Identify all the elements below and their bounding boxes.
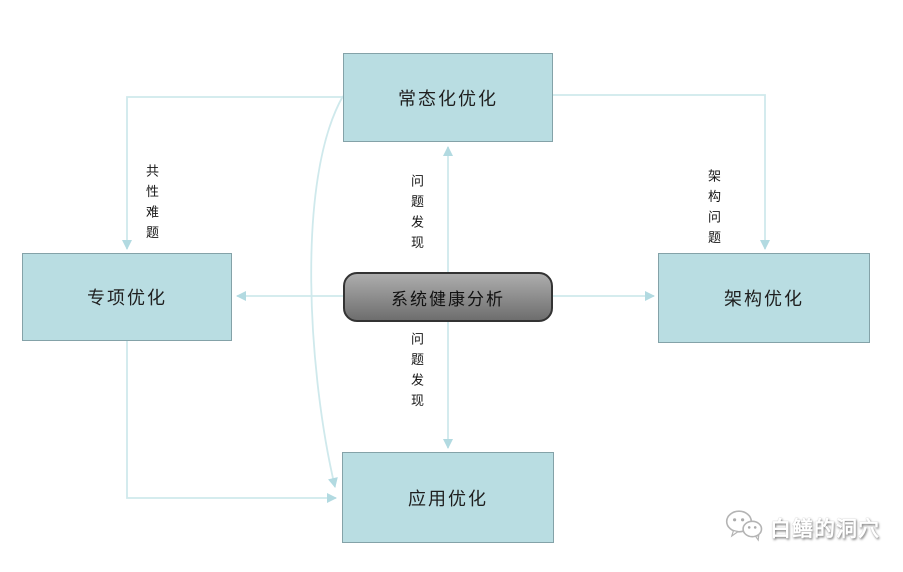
edge-label-wenti-faxian-bottom: 问题发现 (409, 332, 424, 414)
node-label: 架构优化 (724, 289, 804, 309)
node-label: 系统健康分析 (391, 289, 505, 309)
edge-left-to-bottom (126, 341, 337, 503)
edge-top-to-right (553, 94, 770, 250)
edge-top-to-bottom-curve (310, 95, 344, 488)
node-xitong-jiankang-fenxi: 系统健康分析 (343, 272, 553, 322)
watermark: 白鳝的洞穴 (725, 509, 880, 547)
edge-label-jiagou-wenti: 架构问题 (706, 169, 721, 251)
node-changtaihua-youhua: 常态化优化 (343, 53, 553, 142)
node-zhuanxiang-youhua: 专项优化 (22, 253, 232, 341)
watermark-text: 白鳝的洞穴 (770, 518, 880, 541)
node-label: 应用优化 (408, 488, 488, 509)
edge-label-gongxing-nanti: 共性难题 (144, 164, 159, 246)
node-yingyong-youhua: 应用优化 (342, 452, 554, 543)
wechat-icon (725, 509, 763, 547)
node-jiagou-youhua: 架构优化 (658, 253, 870, 343)
node-label: 专项优化 (87, 288, 167, 308)
edge-label-wenti-faxian-top: 问题发现 (409, 174, 424, 256)
node-label: 常态化优化 (398, 88, 498, 109)
